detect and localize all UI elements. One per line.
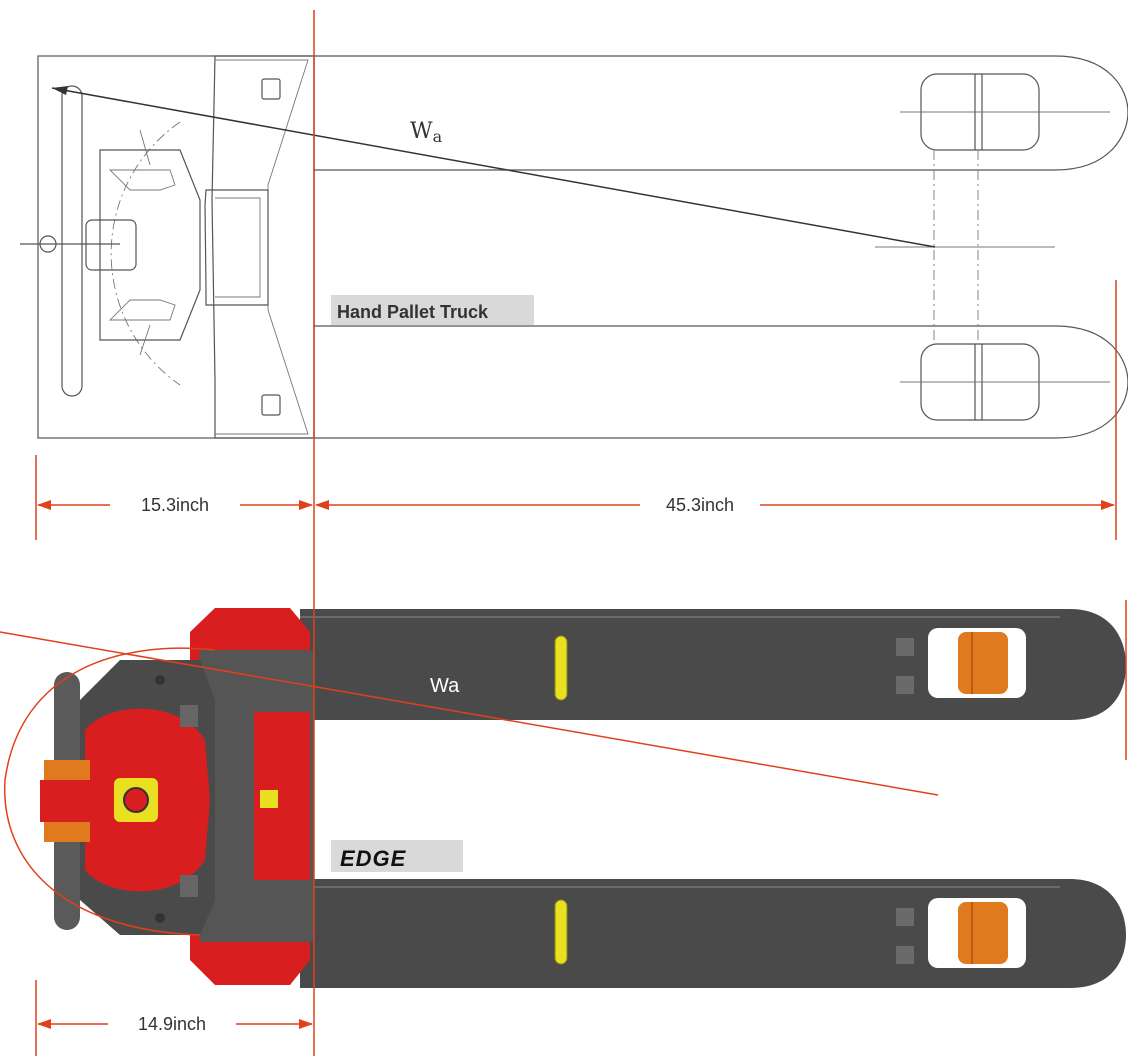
bottom-fork-lower bbox=[300, 879, 1126, 988]
bottom-marker-upper bbox=[554, 635, 568, 701]
top-turning-arc bbox=[110, 121, 181, 386]
dim-top-body: 15.3inch bbox=[37, 495, 313, 515]
dim-bottom-body: 14.9inch bbox=[37, 1014, 313, 1034]
top-handle-bar bbox=[61, 85, 83, 397]
svg-text:Hand Pallet Truck: Hand Pallet Truck bbox=[337, 302, 489, 322]
bottom-roller-upper bbox=[958, 632, 1008, 694]
svg-text:15.3inch: 15.3inch bbox=[141, 495, 209, 515]
top-title-label: Hand Pallet Truck bbox=[331, 295, 534, 325]
bottom-wa-line bbox=[0, 631, 939, 796]
top-wa-label: Wa bbox=[410, 119, 443, 146]
bottom-marker-lower bbox=[554, 899, 568, 965]
bottom-brand-label: EDGE bbox=[331, 840, 463, 872]
bottom-roller-lower bbox=[958, 902, 1008, 964]
top-chassis-outline bbox=[37, 55, 315, 439]
bottom-wa-label: Wa bbox=[430, 675, 460, 697]
svg-text:EDGE: EDGE bbox=[340, 846, 407, 871]
bottom-view-render bbox=[40, 608, 1126, 988]
bottom-fork-upper bbox=[300, 609, 1126, 720]
top-body-plate bbox=[211, 55, 315, 439]
top-fork-lower bbox=[314, 325, 1128, 439]
svg-text:45.3inch: 45.3inch bbox=[666, 495, 734, 515]
svg-text:14.9inch: 14.9inch bbox=[138, 1014, 206, 1034]
dim-top-forks: 45.3inch bbox=[315, 495, 1115, 515]
top-wa-line bbox=[51, 87, 936, 248]
top-fork-upper bbox=[314, 55, 1128, 171]
top-view-drawing bbox=[20, 55, 1128, 439]
